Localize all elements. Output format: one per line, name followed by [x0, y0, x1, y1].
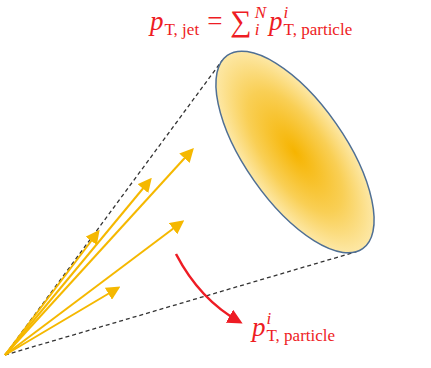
subscript-text: T, jet [165, 21, 200, 38]
empty-slot [165, 4, 200, 21]
formula-symbol: ∑ [230, 6, 251, 36]
jet-area-ellipse [186, 27, 403, 278]
particle-arrow [5, 232, 98, 355]
subscript-text: i [255, 21, 266, 38]
superscript-text: N [255, 4, 266, 21]
script-stack: T, jet [165, 4, 200, 38]
formula-symbol: = [207, 8, 222, 35]
particle-arrow [5, 150, 192, 355]
formula-symbol: p [150, 8, 164, 35]
superscript-text: i [267, 310, 336, 327]
subscript-text: T, particle [267, 327, 336, 344]
cone-edge-line [5, 252, 356, 355]
script-stack: iT, particle [284, 4, 353, 38]
formula-symbol: p [269, 8, 283, 35]
formula-label: pT, jet=∑NipiT, particle [150, 4, 355, 38]
subscript-text: T, particle [284, 21, 353, 38]
particle-arrow [5, 222, 182, 355]
particle-arrow [5, 180, 150, 355]
formula-label: piT, particle [252, 310, 338, 344]
particle-arrows [5, 150, 192, 355]
script-stack: Ni [255, 4, 266, 38]
formula-symbol: p [252, 314, 266, 341]
pointer-arrow [176, 254, 240, 322]
script-stack: iT, particle [267, 310, 336, 344]
superscript-text: i [284, 4, 353, 21]
particle-arrow [5, 288, 118, 355]
cone-edge-line [5, 60, 222, 355]
